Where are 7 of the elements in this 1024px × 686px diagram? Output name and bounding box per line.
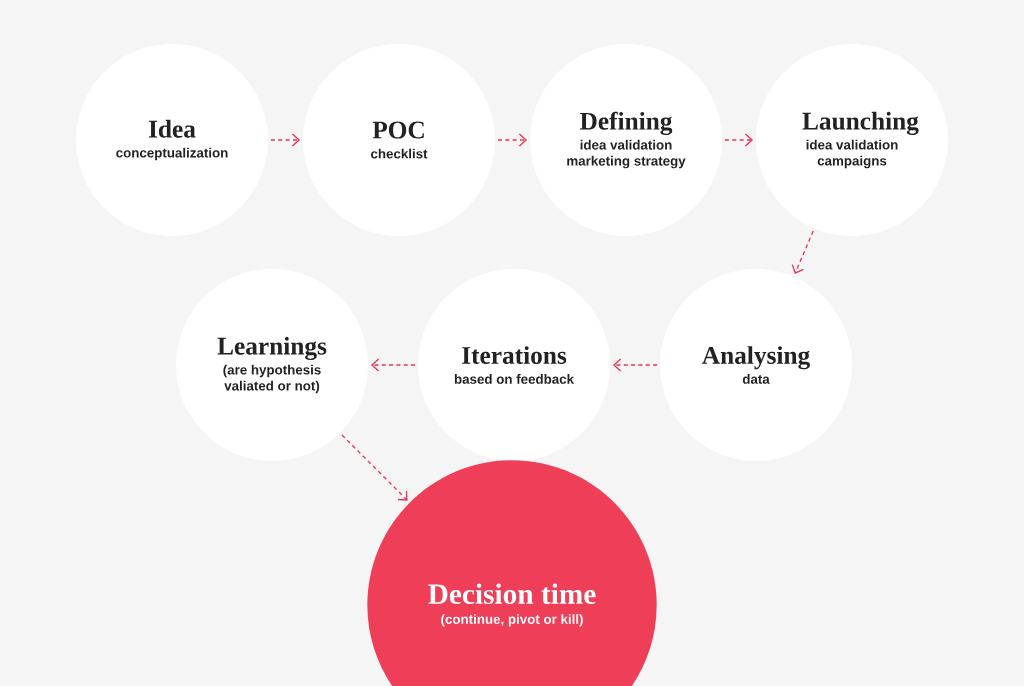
arrow	[724, 133, 754, 147]
arrow	[612, 358, 658, 372]
arrow	[791, 230, 814, 274]
arrow	[497, 133, 528, 147]
arrow	[370, 358, 416, 372]
arrow	[270, 133, 301, 147]
arrow	[341, 434, 408, 501]
